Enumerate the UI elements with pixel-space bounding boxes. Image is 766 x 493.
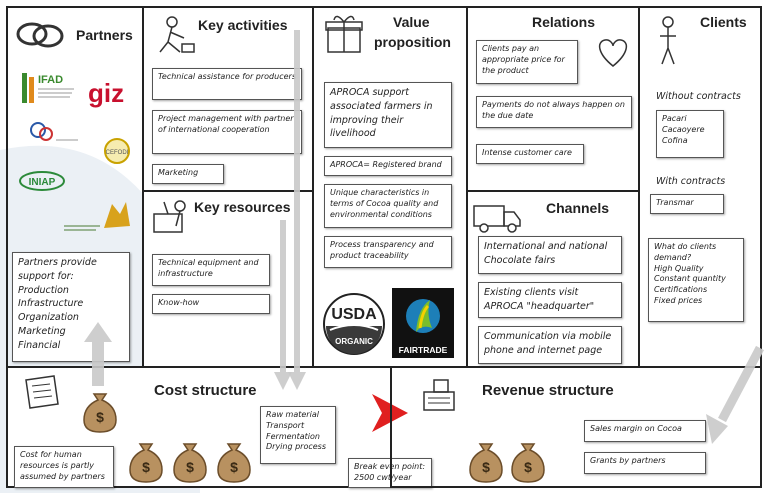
usda-text: USDA [331,306,377,323]
channels-item: Existing clients visit APROCA "headquart… [478,282,622,318]
money-bag-icon: $ [469,443,503,483]
revenue-item: Grants by partners [584,452,706,474]
svg-text:IFAD: IFAD [38,74,63,86]
partners-support-line: Marketing [18,325,66,337]
relations-item: Clients pay an appropriate price for the… [476,40,578,84]
svg-text:INIAP: INIAP [29,177,56,188]
cost-hr-note: Cost for human resources is partly assum… [14,446,114,488]
clients-title: Clients [700,14,747,30]
partners-support-line: Financial [18,339,61,351]
cefodi-logo: CEFODI [104,138,130,164]
conservacion-logo [64,202,130,231]
gift-icon [325,15,363,53]
key-resources-title: Key resources [194,199,291,215]
money-bag-icon: $ [217,443,251,483]
fairtrade-logo [392,288,454,358]
money-bag-icon: $ [173,443,207,483]
partners-support-line: Production [18,284,69,296]
revenue-item: Sales margin on Cocoa [584,420,706,442]
svg-text:$: $ [482,459,490,475]
revenue-structure-cell [390,366,762,488]
channels-title: Channels [546,200,610,216]
money-bag-icon: $ [83,393,117,433]
worker-icon [159,16,195,53]
value-proposition-title-line1: Value [393,14,430,30]
channels-item: International and national Chocolate fai… [478,236,622,274]
cash-register-icon [423,379,455,411]
partners-support-line: Partners provide [18,257,97,268]
receipt-icon [25,375,59,409]
partners-support-line: support for: [18,270,74,282]
money-bag-icon: $ [511,443,545,483]
relations-title: Relations [532,14,596,30]
relations-item: Payments do not always happen on the due… [476,96,632,128]
cost-structure-title: Cost structure [154,382,257,399]
giz-logo: giz [88,78,124,108]
partners-support-line: Organization [18,312,79,324]
clients-without-list: Pacari Cacaoyere Cofina [656,110,724,158]
svg-text:$: $ [142,459,150,475]
channels-item: Communication via mobile phone and inter… [478,326,622,364]
value-proposition-item: Unique characteristics in terms of Cocoa… [324,184,452,228]
tools-icon [153,200,186,233]
key-activity-item: Marketing [152,164,224,184]
svg-text:$: $ [524,459,532,475]
key-resource-item: Know-how [152,294,270,314]
value-proposition-item: APROCA support associated farmers in imp… [324,82,452,148]
partners-support-line: Infrastructure [18,298,84,310]
revenue-structure-title: Revenue structure [482,382,614,399]
cooperation-logo [30,122,78,141]
clients-with-item: Transmar [650,194,724,214]
usda-organic-logo [323,293,385,355]
svg-text:giz: giz [88,78,124,108]
key-activity-item: Project management with partner of inter… [152,110,302,154]
svg-text:$: $ [230,459,238,475]
clients-demand-note: What do clients demand? High Quality Con… [648,238,744,322]
fairtrade-text: FAIRTRADE [398,345,448,355]
svg-text:CEFODI: CEFODI [106,150,129,156]
ifad-logo: IFAD [22,73,74,103]
truck-icon [473,205,521,233]
usda-organic-text: ORGANIC [335,337,373,346]
iniap-logo: INIAP [19,171,65,191]
person-icon [660,16,676,65]
clients-without-label: Without contracts [656,91,741,102]
key-activities-title: Key activities [198,17,288,33]
svg-text:$: $ [186,459,194,475]
svg-text:$: $ [96,409,104,425]
value-proposition-item: APROCA= Registered brand [324,156,452,176]
heart-icon [598,39,628,67]
value-proposition-title-line2: proposition [374,34,451,50]
value-proposition-item: Process transparency and product traceab… [324,236,452,268]
partners-icon [16,22,64,48]
partners-title: Partners [76,27,133,43]
money-bag-icon: $ [129,443,163,483]
clients-with-label: With contracts [656,176,726,187]
relations-item: Intense customer care [476,144,584,164]
key-activity-item: Technical assistance for producers [152,68,302,100]
cost-materials-note: Raw material Transport Fermentation Dryi… [260,406,336,464]
partners-support-note: Partners provide support for: Production… [12,252,130,362]
key-resource-item: Technical equipment and infrastructure [152,254,270,286]
